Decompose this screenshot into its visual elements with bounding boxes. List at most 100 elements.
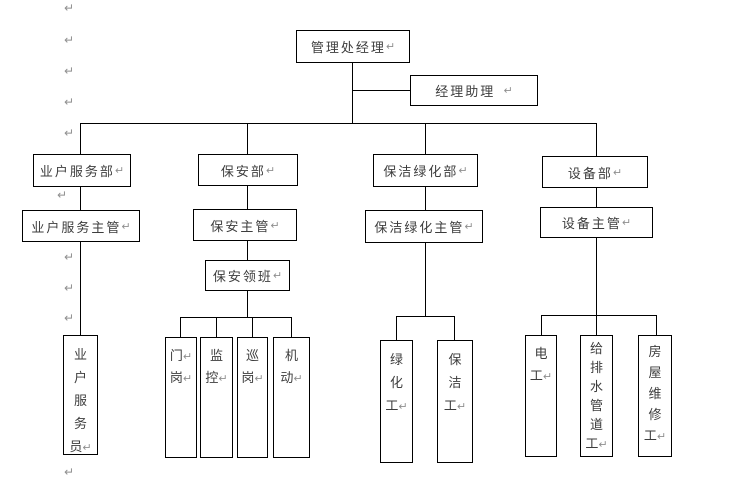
paragraph-mark: ↵ (464, 220, 474, 233)
box-equipment-supervisor[interactable]: 设备主管↵ (540, 207, 653, 238)
box-label-char: 保 (448, 353, 462, 368)
box-patrol-post[interactable]: 巡岗↵ (237, 337, 268, 458)
connector-line (396, 316, 455, 317)
box-label: 保洁绿化主管 (374, 221, 465, 236)
box-office-manager[interactable]: 管理处经理↵ (296, 30, 410, 63)
connector-line (541, 315, 542, 335)
box-greening-worker[interactable]: 绿化工↵ (380, 340, 413, 463)
paragraph-mark: ↵ (182, 372, 193, 385)
connector-line (596, 238, 597, 315)
box-label-char: 房 (648, 345, 662, 360)
connector-line (596, 188, 597, 207)
connector-line (216, 317, 217, 337)
box-label-char: 工↵ (529, 369, 553, 384)
connector-line (180, 317, 181, 337)
connector-line (247, 123, 248, 154)
box-label-char: 修 (648, 408, 662, 423)
box-security-dept[interactable]: 保安部↵ (198, 154, 298, 186)
paragraph-mark: ↵ (254, 372, 264, 385)
box-label-char: 洁 (448, 376, 462, 391)
box-monitoring[interactable]: 监控↵ (200, 337, 233, 458)
box-label-char: 排 (589, 361, 603, 376)
box-label: 设备主管 (561, 217, 622, 232)
box-label: 保安主管 (210, 219, 271, 235)
box-owner-service-staff[interactable]: 业户服务员↵ (63, 335, 98, 455)
box-label-char: 服 (73, 394, 87, 409)
paragraph-mark: ↵ (398, 400, 408, 413)
connector-line (80, 242, 81, 335)
paragraph-mark: ↵ (612, 165, 623, 179)
connector-line (596, 123, 597, 156)
box-label-char: 业 (73, 348, 87, 363)
paragraph-mark: ↵ (218, 372, 228, 385)
connector-line (252, 317, 253, 337)
connector-line (352, 63, 353, 123)
paragraph-mark: ↵ (82, 441, 92, 454)
box-label-char: 工↵ (385, 399, 408, 414)
box-label-char: 门↵ (169, 349, 193, 364)
box-cleaning-greening-supervisor[interactable]: 保洁绿化主管↵ (365, 210, 483, 243)
box-label-char: 道 (589, 418, 603, 433)
box-label-char: 员↵ (69, 440, 92, 455)
box-label: 设备部 (567, 166, 613, 182)
box-label: 管理处经理 (310, 41, 386, 56)
margin-paragraph-mark: ↵ (64, 95, 75, 109)
box-label-char: 巡 (245, 349, 259, 364)
box-security-foreman[interactable]: 保安领班↵ (205, 260, 290, 291)
box-label-char: 管 (589, 399, 603, 414)
paragraph-mark: ↵ (656, 430, 667, 443)
connector-line (247, 291, 248, 317)
box-label-char: 岗↵ (169, 371, 193, 386)
margin-paragraph-mark: ↵ (64, 1, 75, 15)
margin-paragraph-mark: ↵ (64, 64, 75, 78)
box-label-char: 工↵ (443, 399, 467, 414)
paragraph-mark: ↵ (114, 164, 125, 177)
box-label-char: 绿 (389, 353, 403, 368)
box-cleaning-greening-dept[interactable]: 保洁绿化部↵ (373, 154, 478, 187)
connector-line (80, 123, 597, 124)
box-gate-post[interactable]: 门↵ 岗↵ (165, 337, 197, 458)
box-label-char: 岗↵ (241, 371, 264, 386)
box-label: 保安部 (220, 164, 266, 180)
box-owner-service-dept[interactable]: 业户服务部↵ (33, 154, 131, 187)
box-label-char: 屋 (648, 366, 662, 381)
paragraph-mark: ↵ (270, 218, 280, 232)
box-equipment-dept[interactable]: 设备部↵ (542, 156, 648, 188)
paragraph-mark: ↵ (458, 164, 468, 177)
paragraph-mark: ↵ (121, 219, 131, 233)
box-label: 经理助理 (435, 85, 496, 100)
paragraph-mark: ↵ (385, 40, 396, 53)
box-mobile-post[interactable]: 机动↵ (273, 337, 310, 458)
box-manager-assistant[interactable]: 经理助理 ↵ (410, 75, 538, 106)
paragraph-mark: ↵ (598, 438, 608, 451)
margin-paragraph-mark: ↵ (64, 126, 75, 140)
paragraph-mark: ↵ (621, 216, 632, 229)
box-label: 业户服务部 (39, 165, 115, 180)
box-house-maintenance-worker[interactable]: 房屋维修工↵ (638, 335, 672, 457)
connector-line (80, 187, 81, 210)
box-label-char: 电 (534, 347, 548, 362)
margin-paragraph-mark: ↵ (64, 311, 75, 325)
box-label-char: 控↵ (205, 371, 228, 386)
box-electrician[interactable]: 电工↵ (525, 335, 557, 457)
margin-paragraph-mark: ↵ (64, 33, 75, 47)
connector-line (247, 186, 248, 209)
box-owner-service-supervisor[interactable]: 业户服务主管↵ (22, 210, 140, 242)
paragraph-mark: ↵ (265, 163, 276, 177)
connector-line (656, 315, 657, 335)
box-plumbing-worker[interactable]: 给排水管道工↵ (580, 335, 613, 457)
connector-line (454, 316, 455, 340)
margin-paragraph-mark: ↵ (64, 465, 75, 479)
box-label-char: 维 (648, 387, 662, 402)
box-label: 保洁绿化部 (383, 165, 459, 180)
box-label: 业户服务主管 (31, 220, 122, 236)
margin-paragraph-mark: ↵ (64, 250, 75, 264)
connector-line (596, 315, 597, 335)
box-security-supervisor[interactable]: 保安主管↵ (193, 209, 297, 241)
box-cleaning-worker[interactable]: 保洁工↵ (437, 340, 473, 463)
connector-line (425, 243, 426, 316)
paragraph-mark: ↵ (293, 372, 303, 385)
connector-line (541, 315, 657, 316)
connector-line (247, 241, 248, 260)
